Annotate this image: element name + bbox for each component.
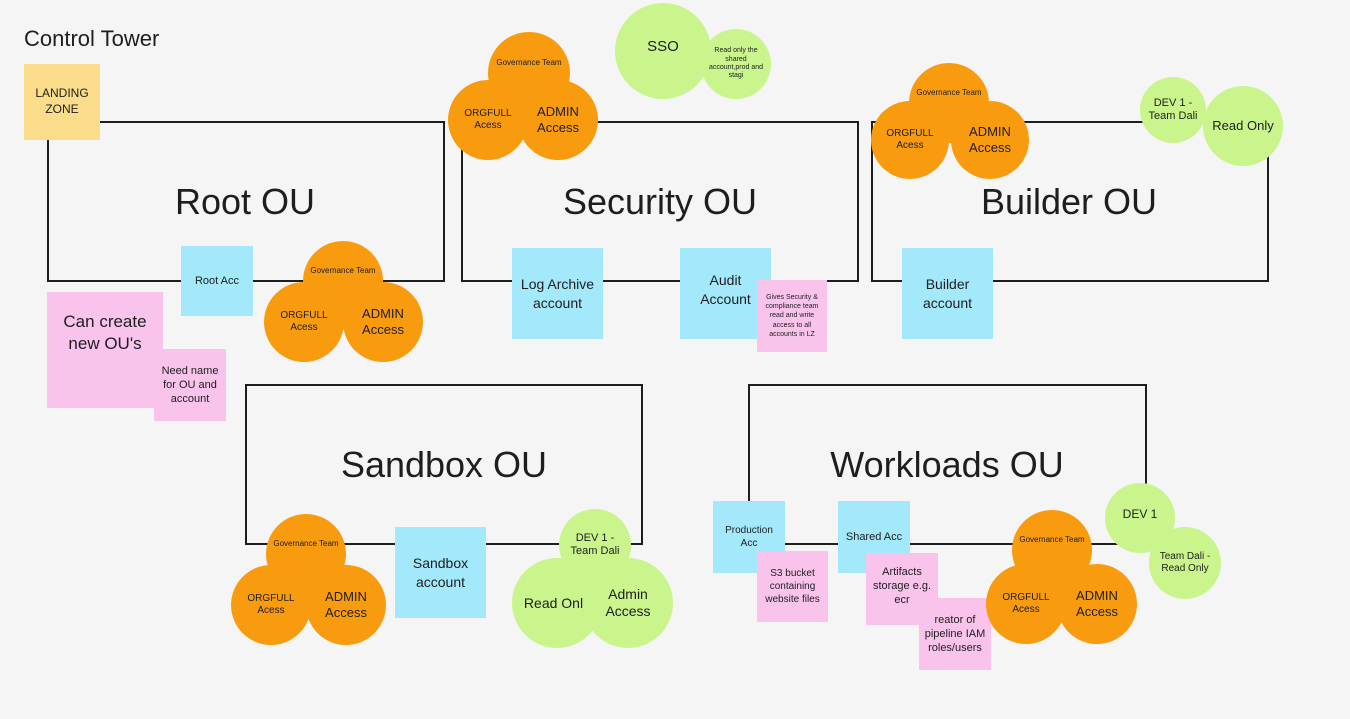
builder-ou-box[interactable] xyxy=(871,121,1269,282)
landing-zone-sticky[interactable]: LANDING ZONE xyxy=(24,64,100,140)
sandbox-orgfull-circle[interactable]: ORGFULL Acess xyxy=(231,565,311,645)
builder-account-sticky[interactable]: Builder account xyxy=(902,248,993,339)
workloads-ou-label: Workloads OU xyxy=(830,444,1064,485)
security-orgfull-circle[interactable]: ORGFULL Acess xyxy=(448,80,528,160)
sso-note-circle[interactable]: Read only the shared account,prod and st… xyxy=(701,29,771,99)
root-admin-circle[interactable]: ADMIN Access xyxy=(343,282,423,362)
builder-read-only-circle[interactable]: Read Only xyxy=(1203,86,1283,166)
artifacts-note[interactable]: Artifacts storage e.g. ecr xyxy=(866,553,938,625)
builder-ou-label: Builder OU xyxy=(980,181,1158,222)
sandbox-ou-label: Sandbox OU xyxy=(340,444,548,485)
workloads-admin-circle[interactable]: ADMIN Access xyxy=(1057,564,1137,644)
s3-bucket-note[interactable]: S3 bucket containing website files xyxy=(757,551,828,622)
workloads-team-dali-read-only-circle[interactable]: Team Dali - Read Only xyxy=(1149,527,1221,599)
workloads-orgfull-circle[interactable]: ORGFULL Acess xyxy=(986,564,1066,644)
root-ou-label: Root OU xyxy=(174,181,316,222)
log-archive-account-sticky[interactable]: Log Archive account xyxy=(512,248,603,339)
builder-dev1-team-dali-circle[interactable]: DEV 1 - Team Dali xyxy=(1140,77,1206,143)
audit-account-sticky[interactable]: Audit Account xyxy=(680,248,771,339)
security-ou-label: Security OU xyxy=(562,181,758,222)
page-title: Control Tower xyxy=(24,26,160,51)
audit-note-sticky[interactable]: Gives Security & compliance team read an… xyxy=(757,280,827,352)
pipeline-note[interactable]: reator of pipeline IAM roles/users xyxy=(919,598,991,670)
root-acc-sticky[interactable]: Root Acc xyxy=(181,246,253,316)
need-name-note[interactable]: Need name for OU and account xyxy=(154,349,226,421)
sandbox-admin-circle[interactable]: ADMIN Access xyxy=(306,565,386,645)
builder-orgfull-circle[interactable]: ORGFULL Acess xyxy=(871,101,949,179)
workloads-ou-box[interactable] xyxy=(748,384,1147,545)
builder-admin-circle[interactable]: ADMIN Access xyxy=(951,101,1029,179)
can-create-ou-note[interactable]: Can create new OU's xyxy=(47,292,163,408)
security-ou-box[interactable] xyxy=(461,121,859,282)
root-orgfull-circle[interactable]: ORGFULL Acess xyxy=(264,282,344,362)
sandbox-admin-access-circle[interactable]: Admin Access xyxy=(583,558,673,648)
sso-circle[interactable]: SSO xyxy=(615,3,711,99)
sandbox-read-only-circle[interactable]: Read Only xyxy=(512,558,602,648)
security-admin-circle[interactable]: ADMIN Access xyxy=(518,80,598,160)
sandbox-account-sticky[interactable]: Sandbox account xyxy=(395,527,486,618)
